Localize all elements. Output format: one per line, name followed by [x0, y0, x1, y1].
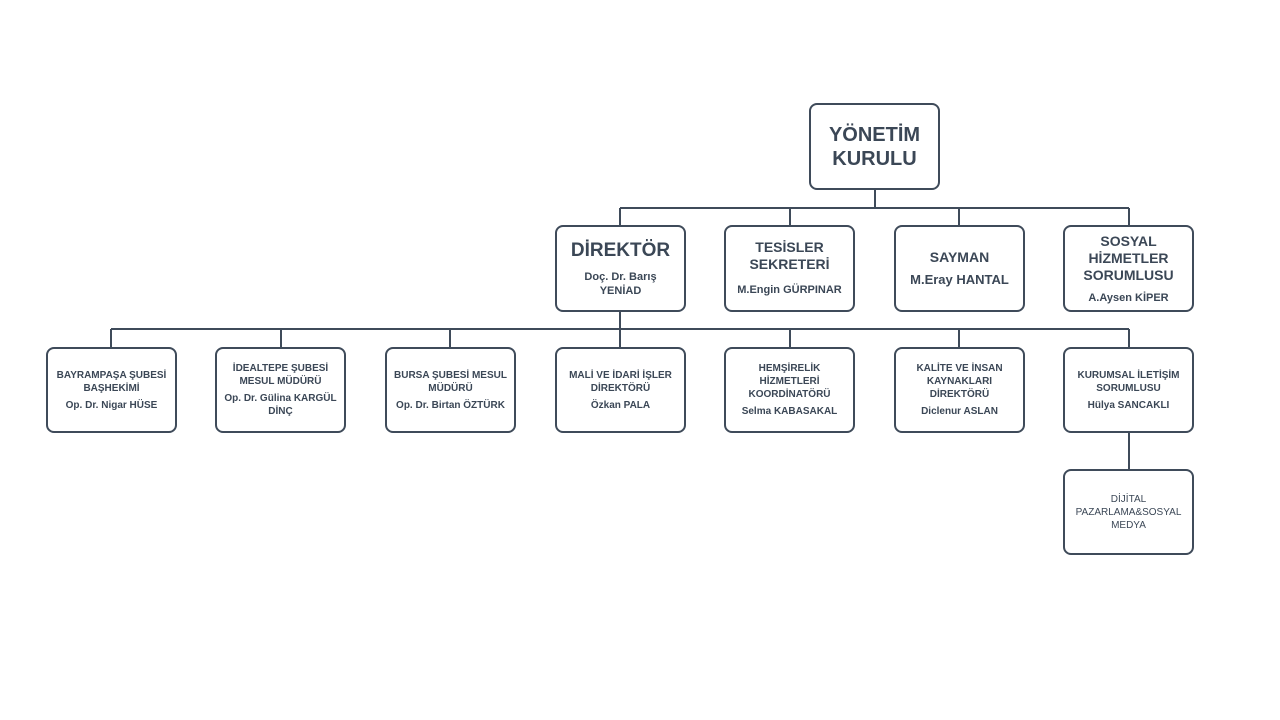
corporate-title: KURUMSAL İLETİŞİM SORUMLUSU — [1077, 369, 1180, 394]
idealtepe-name: Op. Dr. Gülina KARGÜL DİNÇ — [224, 393, 337, 417]
finance-admin-box: MALİ VE İDARİ İŞLER DİREKTÖRÜ Özkan PALA — [555, 347, 686, 433]
social-title-line2: HİZMETLER — [1088, 249, 1169, 266]
social-name: A.Aysen KİPER — [1088, 291, 1169, 304]
finance-name: Özkan PALA — [590, 399, 651, 411]
treasurer-box: SAYMAN M.Eray HANTAL — [894, 225, 1025, 312]
quality-hr-box: KALİTE VE İNSAN KAYNAKLARI DİREKTÖRÜ Dic… — [894, 347, 1025, 433]
bursa-name: Op. Dr. Birtan ÖZTÜRK — [396, 399, 505, 411]
nursing-title: HEMŞİRELİK HİZMETLERİ KOORDİNATÖRÜ — [748, 363, 831, 400]
board-title-line2: KURULU — [832, 147, 917, 170]
facilities-title-line2: SEKRETERİ — [749, 256, 830, 272]
social-services-box: SOSYAL HİZMETLER SORUMLUSU A.Aysen KİPER — [1063, 225, 1194, 312]
bursa-title: BURSA ŞUBESİ MESUL MÜDÜRÜ — [394, 369, 507, 394]
quality-name: Diclenur ASLAN — [921, 406, 998, 417]
idealtepe-title: İDEALTEPE ŞUBESİ MESUL MÜDÜRÜ — [232, 363, 329, 387]
bayrampasa-name: Op. Dr. Nigar HÜSE — [65, 399, 158, 411]
director-box: DİREKTÖR Doç. Dr. Barış YENİAD — [555, 225, 686, 312]
facilities-name: M.Engin GÜRPINAR — [737, 284, 842, 296]
nursing-name: Selma KABASAKAL — [741, 406, 838, 417]
idealtepe-box: İDEALTEPE ŞUBESİ MESUL MÜDÜRÜ Op. Dr. Gü… — [215, 347, 346, 433]
board-title-line1: YÖNETİM — [828, 123, 921, 146]
director-name: Doç. Dr. Barış YENİAD — [584, 270, 657, 297]
board-box: YÖNETİM KURULU — [809, 103, 940, 190]
nursing-box: HEMŞİRELİK HİZMETLERİ KOORDİNATÖRÜ Selma… — [724, 347, 855, 433]
treasurer-title: SAYMAN — [929, 249, 990, 265]
digital-marketing-box: DİJİTAL PAZARLAMA&SOSYAL MEDYA — [1063, 469, 1194, 555]
corporate-comms-box: KURUMSAL İLETİŞİM SORUMLUSU Hülya SANCAK… — [1063, 347, 1194, 433]
social-title-line1: SOSYAL — [1100, 232, 1157, 249]
bayrampasa-title: BAYRAMPAŞA ŞUBESİ BAŞHEKİMİ — [56, 369, 167, 394]
digital-title: DİJİTAL PAZARLAMA&SOSYAL MEDYA — [1075, 493, 1182, 531]
finance-title: MALİ VE İDARİ İŞLER DİREKTÖRÜ — [569, 369, 672, 394]
bursa-box: BURSA ŞUBESİ MESUL MÜDÜRÜ Op. Dr. Birtan… — [385, 347, 516, 433]
quality-title: KALİTE VE İNSAN KAYNAKLARI DİREKTÖRÜ — [916, 363, 1003, 400]
facilities-title-line1: TESİSLER — [755, 239, 824, 255]
bayrampasa-box: BAYRAMPAŞA ŞUBESİ BAŞHEKİMİ Op. Dr. Niga… — [46, 347, 177, 433]
treasurer-name: M.Eray HANTAL — [910, 272, 1009, 287]
director-title: DİREKTÖR — [570, 239, 671, 261]
social-title-line3: SORUMLUSU — [1083, 266, 1174, 283]
facilities-secretary-box: TESİSLER SEKRETERİ M.Engin GÜRPINAR — [724, 225, 855, 312]
corporate-name: Hülya SANCAKLI — [1087, 399, 1170, 411]
